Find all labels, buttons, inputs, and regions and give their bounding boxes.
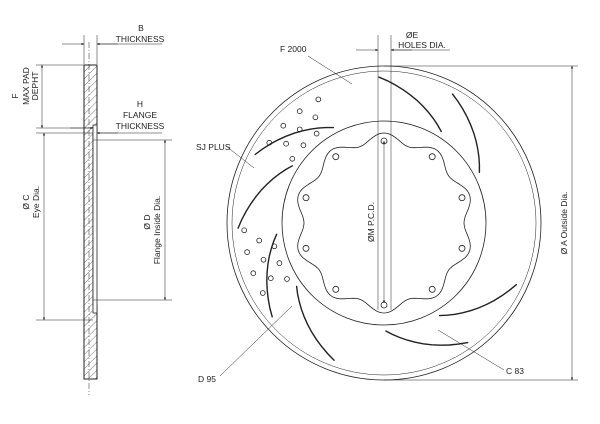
m-dimension: ØM P.C.D. (366, 140, 386, 304)
drill-hole (256, 237, 263, 244)
bolt-hole (428, 153, 436, 161)
brake-slot (254, 126, 334, 156)
f-depth-label: DEPHT (30, 72, 40, 101)
e-letter: ØE (406, 30, 419, 40)
drill-hole (315, 96, 322, 103)
h-flange-label: FLANGE (123, 110, 157, 120)
brake-slot (378, 76, 442, 133)
h-thickness-label: THICKNESS (116, 121, 165, 131)
e-dimension: ØE HOLES DIA. (356, 30, 450, 310)
bolt-hole (332, 153, 340, 161)
drill-hole (260, 256, 267, 263)
disc-inner-edge (281, 120, 487, 326)
b-letter: B (138, 23, 144, 33)
bolt-hole (458, 244, 466, 252)
flange (297, 132, 471, 314)
d-letter: Ø D (142, 214, 152, 229)
drill-hole (296, 108, 303, 114)
drill-hole (280, 122, 287, 129)
drill-hole (283, 140, 289, 147)
flange-scalloped-edge (297, 132, 471, 314)
flange-section (92, 124, 98, 314)
d-flange-label: Flange Inside Dia. (152, 196, 162, 265)
leaders: F 2000 SJ PLUS D 95 C 83 (196, 44, 524, 384)
h-letter: H (137, 99, 143, 109)
brake-slot (451, 93, 481, 173)
drill-hole (266, 139, 273, 146)
brake-slot (295, 285, 335, 361)
pad-track-line (231, 70, 537, 376)
b-thickness-label: THICKNESS (116, 34, 165, 44)
a-dimension: Ø A Outside Dia. (384, 65, 578, 381)
drill-hole (267, 275, 274, 282)
drill-hole (271, 243, 278, 250)
drill-hole (300, 142, 307, 149)
e-holes-label: HOLES DIA. (398, 40, 446, 50)
side-section-view: B THICKNESS F MAX PAD DEPHT H FLANGE THI… (10, 23, 172, 395)
brake-slot (237, 165, 294, 229)
drill-hole (289, 156, 296, 162)
brake-slot (385, 330, 469, 346)
m-pcd-label: ØM P.C.D. (366, 202, 376, 242)
drill-hole (244, 249, 250, 255)
drill-hole (312, 114, 319, 121)
f-max-pad-label: MAX PAD (21, 67, 31, 105)
bolt-hole (428, 285, 436, 293)
c83-label: C 83 (506, 366, 524, 376)
drill-hole (284, 276, 290, 282)
a-outside-label: Ø A Outside Dia. (559, 192, 569, 255)
f-letter: F (10, 93, 20, 98)
bolt-hole (332, 285, 340, 293)
drill-hole (250, 270, 257, 277)
bolt-hole (302, 194, 310, 202)
drill-hole (276, 260, 283, 266)
c-letter: Ø C (21, 194, 31, 209)
drill-hole (241, 227, 248, 234)
brake-slot (438, 284, 517, 317)
sj-plus-label: SJ PLUS (196, 142, 231, 152)
d95-label: D 95 (198, 374, 216, 384)
bolt-hole (458, 194, 466, 202)
drill-hole (296, 126, 303, 133)
c-eye-label: Eye Dia. (31, 186, 41, 218)
drill-hole (259, 290, 266, 296)
drill-hole (313, 130, 320, 137)
f2000-label: F 2000 (280, 44, 307, 54)
bolt-hole (302, 244, 310, 252)
drill-holes (241, 96, 322, 296)
